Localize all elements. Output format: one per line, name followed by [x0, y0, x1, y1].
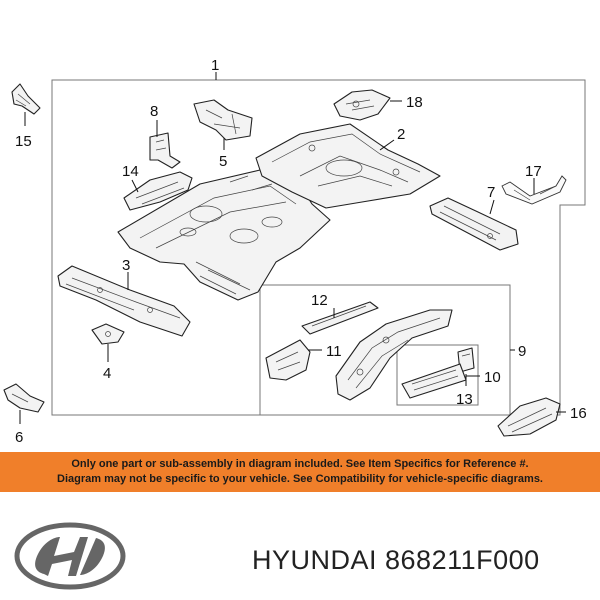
part-2-rear-floor — [255, 123, 441, 209]
callout-16: 16 — [570, 405, 587, 422]
part-18-bracket — [333, 89, 402, 121]
part-10-panel — [401, 363, 480, 399]
callout-12: 12 — [311, 292, 328, 309]
callout-8: 8 — [150, 103, 158, 120]
part-7-side-rail — [429, 197, 519, 251]
part-16-bracket — [497, 397, 566, 437]
callout-5: 5 — [219, 153, 227, 170]
callout-10: 10 — [484, 369, 501, 386]
disclaimer-banner: Only one part or sub-assembly in diagram… — [0, 452, 600, 492]
assembly-frame — [51, 79, 586, 416]
part-3-cross-member — [57, 265, 191, 337]
callout-7: 7 — [487, 184, 495, 201]
part-14-bracket — [123, 171, 193, 211]
callout-2: 2 — [397, 126, 405, 143]
callout-3: 3 — [122, 257, 130, 274]
part-5-bracket — [193, 99, 253, 150]
subassembly-frame-10 — [396, 344, 479, 406]
part-11-bracket — [265, 339, 322, 381]
part-12-bar — [301, 301, 379, 335]
callout-18: 18 — [406, 94, 423, 111]
callout-11: 11 — [326, 343, 342, 360]
part-15-bracket — [11, 83, 41, 126]
part-number: 868211F000 — [385, 545, 540, 575]
callout-9: 9 — [518, 343, 526, 360]
callout-6: 6 — [15, 429, 23, 446]
callout-4: 4 — [103, 365, 111, 382]
part-17-bracket — [501, 175, 567, 205]
callout-13: 13 — [456, 391, 473, 408]
part-6-bracket — [3, 383, 45, 424]
brand-name: HYUNDAI — [252, 545, 378, 575]
part-9-side-member — [335, 309, 453, 401]
part-8-bracket — [149, 120, 181, 169]
callout-15: 15 — [15, 133, 32, 150]
callout-1: 1 — [211, 57, 219, 74]
parts-diagram: 1 2 3 4 5 6 7 8 9 10 11 12 13 14 15 16 1… — [3, 57, 587, 446]
callout-14: 14 — [122, 163, 139, 180]
disclaimer-line-1: Only one part or sub-assembly in diagram… — [71, 458, 529, 470]
hyundai-logo-icon — [14, 522, 126, 590]
disclaimer-line-2: Diagram may not be specific to your vehi… — [57, 473, 543, 485]
callout-17: 17 — [525, 163, 542, 180]
part-4-plate — [91, 323, 125, 362]
